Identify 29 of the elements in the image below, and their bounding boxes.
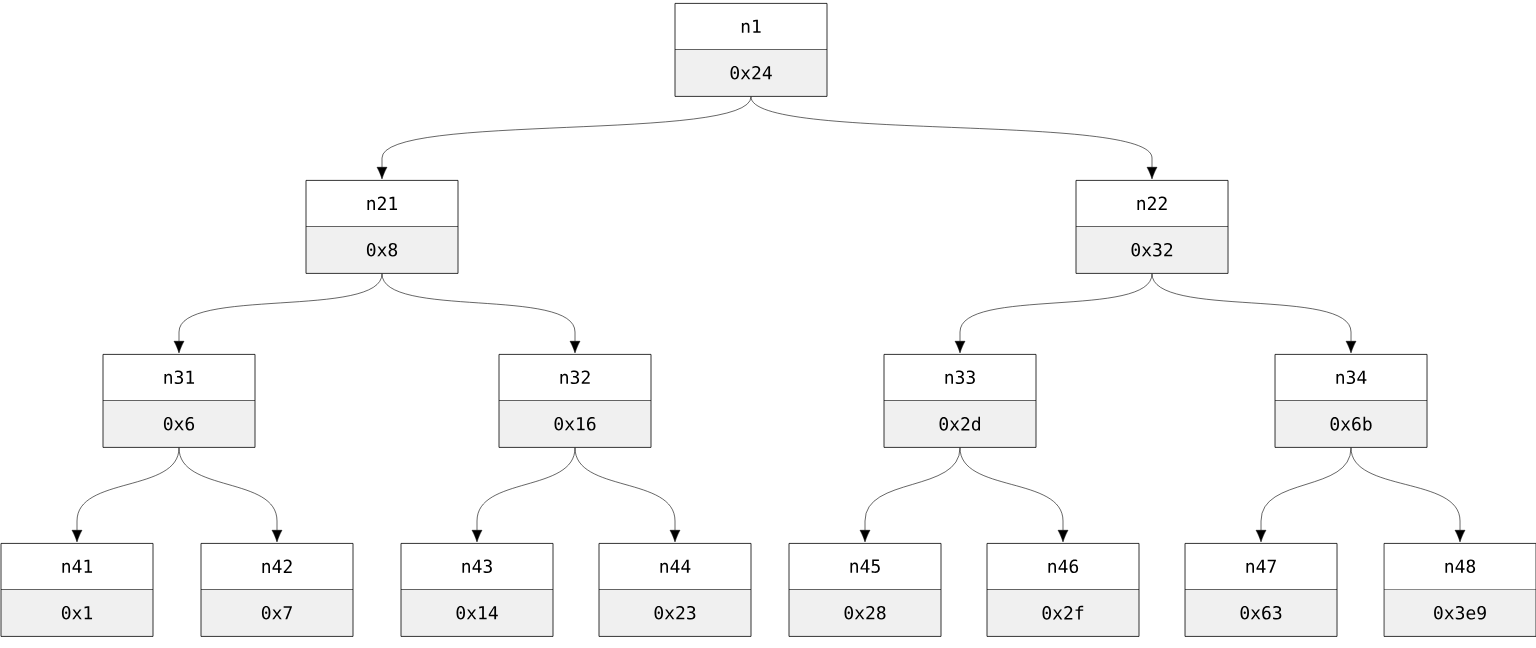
node-box: n45 0x28 <box>788 543 942 637</box>
arrow <box>376 96 752 180</box>
arrow <box>178 447 283 543</box>
arrow <box>471 447 576 543</box>
arrow <box>954 273 1153 354</box>
node-box: n41 0x1 <box>0 543 154 637</box>
node-box: n34 0x6b <box>1274 354 1428 448</box>
node-box: n21 0x8 <box>305 180 459 274</box>
arrow <box>1151 273 1357 354</box>
node-box: n48 0x3e9 <box>1383 543 1536 637</box>
node-box: n1 0x24 <box>674 3 828 97</box>
node-box: n46 0x2f <box>986 543 1140 637</box>
arrow <box>750 96 1158 180</box>
arrow <box>1350 447 1466 543</box>
node-box: n47 0x63 <box>1184 543 1338 637</box>
node-box: n43 0x14 <box>400 543 554 637</box>
arrow <box>1255 447 1352 543</box>
arrow <box>859 447 961 543</box>
arrow <box>71 447 180 543</box>
node-box: n32 0x16 <box>498 354 652 448</box>
arrow <box>173 273 383 354</box>
node-box: n31 0x6 <box>102 354 256 448</box>
arrow <box>381 273 581 354</box>
node-box: n42 0x7 <box>200 543 354 637</box>
node-box: n22 0x32 <box>1075 180 1229 274</box>
arrow <box>959 447 1069 543</box>
node-box: n33 0x2d <box>883 354 1037 448</box>
arrow <box>574 447 681 543</box>
node-box: n44 0x23 <box>598 543 752 637</box>
